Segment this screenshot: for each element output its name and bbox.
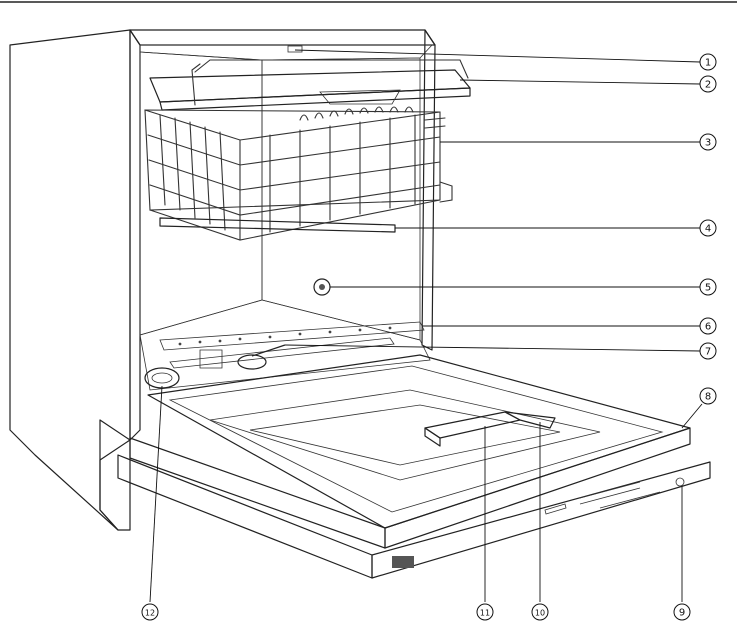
svg-text:1: 1 xyxy=(705,58,711,69)
door xyxy=(118,355,710,578)
salt-container xyxy=(145,368,179,388)
svg-text:11: 11 xyxy=(480,609,490,618)
detergent-dispenser xyxy=(425,412,555,446)
callout-2: 2 xyxy=(700,76,716,92)
callout-1: 1 xyxy=(700,54,716,70)
svg-text:7: 7 xyxy=(705,347,711,358)
callout-10: 10 xyxy=(532,604,548,620)
cabinet-left-panel xyxy=(10,30,435,530)
svg-text:10: 10 xyxy=(535,609,545,618)
callout-9: 9 xyxy=(674,604,690,620)
svg-text:4: 4 xyxy=(705,224,711,235)
svg-text:6: 6 xyxy=(705,322,711,333)
svg-text:2: 2 xyxy=(705,80,711,91)
callout-8: 8 xyxy=(700,388,716,404)
callout-4: 4 xyxy=(700,220,716,236)
callout-6: 6 xyxy=(700,318,716,334)
upper-basket xyxy=(145,107,452,240)
water-inlet xyxy=(314,279,330,295)
callout-leaders xyxy=(150,50,702,602)
callout-7: 7 xyxy=(700,343,716,359)
callout-12: 12 xyxy=(142,604,158,620)
svg-text:5: 5 xyxy=(705,283,711,294)
svg-text:12: 12 xyxy=(145,609,155,618)
svg-text:9: 9 xyxy=(679,608,685,619)
callout-5: 5 xyxy=(700,279,716,295)
svg-text:3: 3 xyxy=(705,138,711,149)
svg-text:8: 8 xyxy=(705,392,711,403)
callout-3: 3 xyxy=(700,134,716,150)
callout-11: 11 xyxy=(477,604,493,620)
